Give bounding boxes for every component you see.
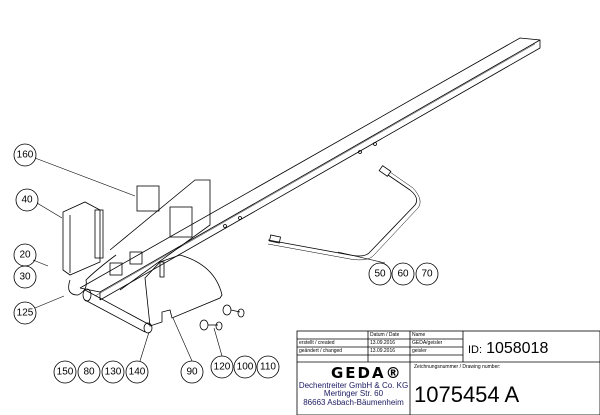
created-date: 13.09.2016 — [370, 340, 396, 346]
hook — [68, 254, 117, 296]
header-name: Name — [412, 332, 426, 338]
bracket — [109, 179, 211, 291]
part-balloon-150: 150 — [53, 360, 77, 384]
part-balloon-80: 80 — [77, 360, 101, 384]
part-balloon-30: 30 — [13, 265, 37, 289]
svg-text:70: 70 — [421, 269, 433, 280]
changed-label: geändert / changed — [299, 348, 343, 354]
part-balloon-125: 125 — [13, 301, 37, 325]
end-cap — [62, 201, 104, 276]
id-value: 1058018 — [486, 340, 549, 357]
svg-text:30: 30 — [19, 272, 31, 283]
id-label: ID: — [468, 344, 483, 356]
svg-text:150: 150 — [57, 367, 74, 378]
part-balloon-90: 90 — [180, 360, 204, 384]
title-block-grid — [296, 330, 600, 415]
side-plate — [144, 254, 223, 327]
drawing-number: 1075454 A — [414, 382, 520, 407]
changed-date: 13.09.2016 — [370, 348, 396, 354]
svg-text:60: 60 — [397, 269, 409, 280]
svg-text:140: 140 — [129, 367, 146, 378]
part-balloon-130: 130 — [101, 360, 125, 384]
created-label: erstellt / created — [299, 340, 335, 346]
geda-logo: GEDA® — [331, 364, 403, 382]
svg-text:90: 90 — [186, 367, 198, 378]
part-balloon-140: 140 — [125, 360, 149, 384]
part-balloon-40: 40 — [15, 188, 39, 212]
svg-text:40: 40 — [21, 195, 33, 206]
svg-text:125: 125 — [17, 308, 34, 319]
svg-text:20: 20 — [19, 250, 31, 261]
part-balloon-120: 120 — [210, 355, 234, 379]
part-balloon-60: 60 — [391, 262, 415, 286]
created-name: GEDA/geisler — [412, 340, 443, 346]
pins — [199, 304, 245, 331]
drawing-number-label: Zeichnungsnummer / Drawing number: — [414, 364, 501, 370]
company-name: Dechentreiter GmbH & Co. KG — [298, 381, 409, 390]
rail — [79, 37, 541, 301]
part-balloon-70: 70 — [415, 262, 439, 286]
svg-text:100: 100 — [237, 362, 254, 373]
id-field: ID:1058018 — [468, 340, 548, 358]
part-balloon-100: 100 — [233, 355, 257, 379]
company-street: Mertinger Str. 60 — [323, 389, 384, 398]
block — [129, 251, 143, 265]
leader-lines — [32, 157, 386, 362]
svg-text:50: 50 — [374, 269, 386, 280]
company-city: 86663 Asbach-Bäumenheim — [303, 398, 404, 407]
svg-text:80: 80 — [83, 367, 95, 378]
svg-text:120: 120 — [214, 362, 231, 373]
changed-name: geisler — [412, 348, 427, 354]
part-balloon-50: 50 — [368, 262, 392, 286]
header-date: Datum / Date — [370, 332, 400, 338]
hose — [267, 165, 421, 261]
shaft — [82, 288, 153, 334]
svg-text:160: 160 — [17, 150, 34, 161]
part-balloon-160: 160 — [13, 143, 37, 167]
part-balloon-110: 110 — [256, 355, 280, 379]
svg-text:110: 110 — [260, 362, 276, 373]
svg-text:130: 130 — [105, 367, 122, 378]
block — [109, 262, 123, 276]
part-balloon-20: 20 — [13, 243, 37, 267]
